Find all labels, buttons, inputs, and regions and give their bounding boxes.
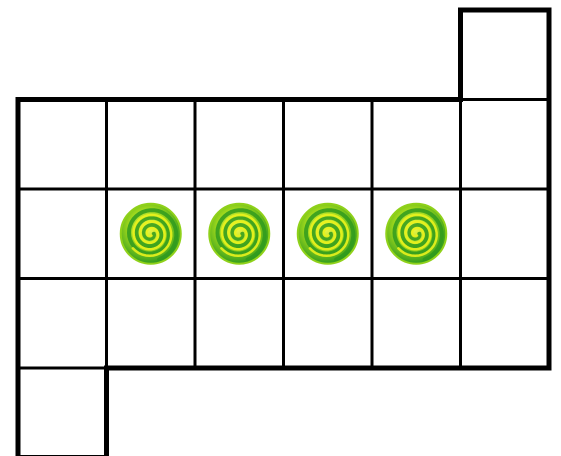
board-cell-r3-c0[interactable] (18, 279, 107, 369)
board-cell-r2-c0[interactable] (18, 189, 107, 279)
green-swirl-icon[interactable] (298, 204, 358, 264)
green-swirl-icon[interactable] (386, 204, 446, 264)
board-cell-r3-c4[interactable] (372, 279, 461, 369)
board-cell-r3-c3[interactable] (284, 279, 373, 369)
board-cells (18, 10, 549, 456)
board-cell-r1-c3[interactable] (284, 100, 373, 190)
board-cell-r2-c5[interactable] (461, 189, 550, 279)
board-cell-r3-c1[interactable] (107, 279, 196, 369)
board-cell-r3-c5[interactable] (461, 279, 550, 369)
board-cell-r1-c0[interactable] (18, 100, 107, 190)
board-cell-r1-c4[interactable] (372, 100, 461, 190)
board-cell-r3-c2[interactable] (195, 279, 284, 369)
board-cell-r0-c5[interactable] (461, 10, 550, 100)
board-cell-r1-c5[interactable] (461, 100, 550, 190)
board-cell-r4-c0[interactable] (18, 368, 107, 456)
board-cell-r1-c1[interactable] (107, 100, 196, 190)
green-swirl-icon[interactable] (209, 204, 269, 264)
green-swirl-icon[interactable] (121, 204, 181, 264)
board-cell-r1-c2[interactable] (195, 100, 284, 190)
